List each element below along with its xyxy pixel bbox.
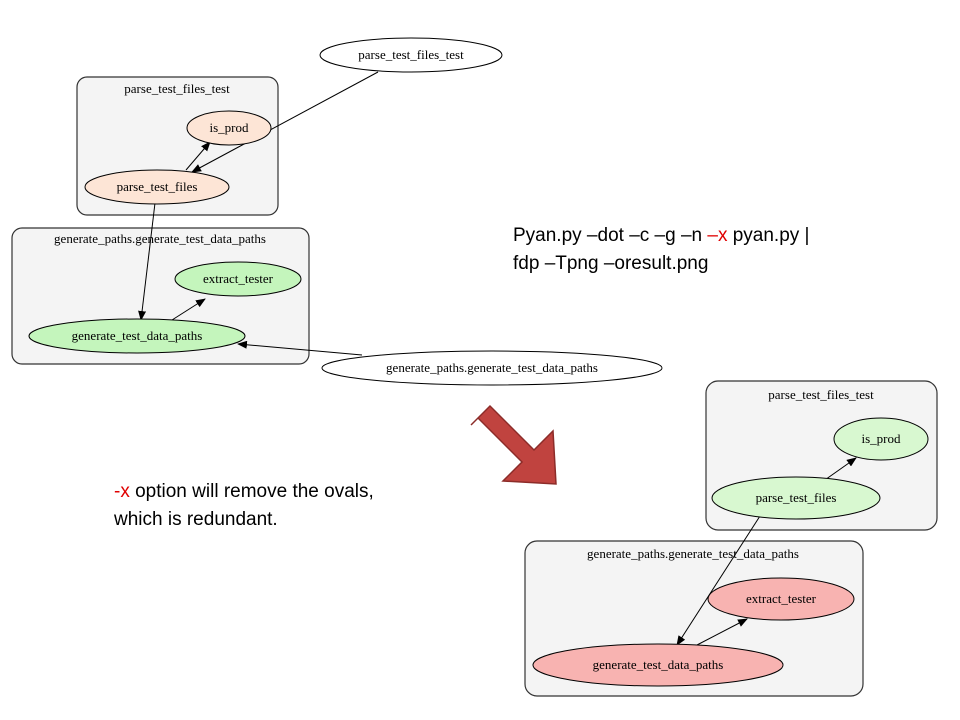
after-node-extract-tester: [707, 577, 855, 621]
after-node-generate-test-data-paths-label: generate_test_data_paths: [593, 657, 724, 672]
before-cluster-generate-title: generate_paths.generate_test_data_paths: [54, 231, 266, 246]
before-node-parse-test-files-test-outer: [319, 37, 503, 73]
after-node-is-prod-label: is_prod: [862, 431, 902, 446]
after-cluster-parse-title: parse_test_files_test: [768, 387, 874, 402]
command-part-1: Pyan.py –dot –c –g –n: [513, 225, 708, 246]
before-node-parse-test-files: [84, 169, 230, 205]
command-text: Pyan.py –dot –c –g –n –x pyan.py | fdp –…: [513, 222, 810, 278]
before-edge-parsefiles-to-gentdp: [138, 202, 156, 321]
after-node-is-prod: [833, 417, 929, 461]
after-node-extract-tester-label: extract_tester: [746, 591, 817, 606]
command-line-1: Pyan.py –dot –c –g –n –x pyan.py |: [513, 222, 810, 250]
before-edge-parsefiles-to-isprod: [185, 141, 211, 171]
transition-arrow-shape: [470, 404, 557, 485]
after-edge-gentdp-to-extract: [696, 618, 748, 646]
note-line-1-rest: option will remove the ovals,: [129, 481, 374, 502]
note-x-flag: -x: [114, 481, 130, 502]
after-node-parse-test-files: [711, 476, 881, 520]
before-node-is-prod-label: is_prod: [210, 120, 250, 135]
before-node-extract-tester-label: extract_tester: [203, 271, 274, 286]
after-node-generate-test-data-paths: [532, 643, 784, 687]
before-node-extract-tester: [174, 261, 302, 297]
command-line-2: fdp –Tpng –oresult.png: [513, 253, 709, 274]
after-graph: parse_test_files_test generate_paths.gen…: [524, 380, 938, 697]
command-x-flag: –x: [707, 225, 728, 246]
before-graph: parse_test_files_test generate_paths.gen…: [11, 37, 663, 386]
after-cluster-generate-title: generate_paths.generate_test_data_paths: [587, 546, 799, 561]
before-node-generate-paths-outer-label: generate_paths.generate_test_data_paths: [386, 360, 598, 375]
after-edge-parsefiles-to-gentdp: [676, 515, 761, 646]
note-line-1: -x option will remove the ovals,: [114, 478, 374, 506]
before-node-generate-test-data-paths-label: generate_test_data_paths: [72, 328, 203, 343]
before-node-is-prod: [186, 110, 272, 146]
before-node-generate-test-data-paths: [28, 318, 246, 354]
before-edge-genpaths-to-gentdp: [237, 340, 363, 356]
before-cluster-parse-title: parse_test_files_test: [124, 81, 230, 96]
before-node-generate-paths-outer: [321, 350, 663, 386]
after-node-parse-test-files-label: parse_test_files: [756, 490, 837, 505]
command-part-2: pyan.py |: [727, 225, 810, 246]
before-node-parse-test-files-test-outer-label: parse_test_files_test: [358, 47, 464, 62]
before-edge-parsetest-to-parsefiles: [191, 71, 379, 173]
note-text: -x option will remove the ovals, which i…: [114, 478, 374, 534]
note-line-2: which is redundant.: [114, 509, 278, 530]
before-node-parse-test-files-label: parse_test_files: [117, 179, 198, 194]
before-edge-gentdp-to-extract: [171, 298, 206, 321]
